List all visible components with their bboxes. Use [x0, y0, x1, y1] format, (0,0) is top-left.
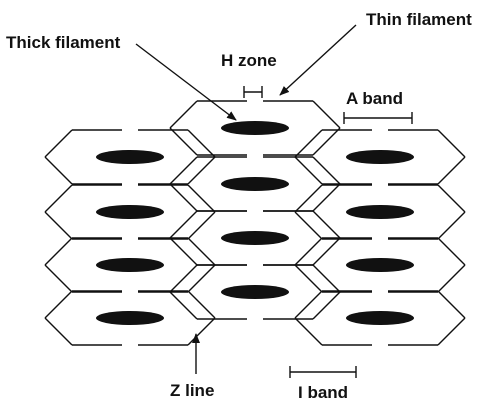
z-line-label: Z line [170, 381, 214, 400]
h-zone-label: H zone [221, 51, 277, 70]
hexagon-edge [312, 210, 341, 239]
hexagon-edge [294, 317, 323, 346]
hexagon-edge [294, 184, 323, 213]
hexagon-edge [312, 264, 341, 293]
thick-filament-ellipse [346, 205, 414, 219]
hexagon-edge [169, 100, 198, 129]
thick-filament-ellipse [221, 285, 289, 299]
hexagon-edge [44, 290, 73, 319]
hexagon-edge [437, 317, 466, 346]
hexagon-edge [312, 183, 341, 212]
thick-filament-ellipse [96, 205, 164, 219]
hexagon-edge [187, 264, 216, 293]
hexagon-edge [169, 183, 198, 212]
thick-filament-arrow [135, 43, 237, 121]
hexagon-edge [437, 156, 466, 185]
hexagon-edge [44, 211, 73, 240]
hexagon-edge [437, 211, 466, 240]
hexagon-edge [312, 291, 341, 320]
hexagon-edge [187, 184, 216, 213]
hexagon-edge [169, 264, 198, 293]
hexagon-edge [437, 237, 466, 266]
thin-filament-arrow [279, 24, 357, 96]
hexagon-edge [187, 290, 216, 319]
thick-filament-ellipse [221, 177, 289, 191]
h-zone-bracket [243, 86, 263, 98]
hexagon-edge [437, 290, 466, 319]
hexagon-edge [44, 264, 73, 293]
a-band-bracket [343, 112, 413, 124]
hexagon-edge [437, 129, 466, 158]
thick-filament-ellipse [96, 150, 164, 164]
hexagon-edge [294, 129, 323, 158]
thick-filament-ellipse [96, 258, 164, 272]
i-band-label: I band [298, 383, 348, 402]
thick-filament-ellipse [346, 311, 414, 325]
hexagon-edge [187, 156, 216, 185]
hexagon-edge [312, 156, 341, 185]
thick-filament-ellipse [221, 121, 289, 135]
thick-filament-label: Thick filament [6, 33, 121, 52]
thick-filament-ellipse [221, 231, 289, 245]
hexagon-edge [187, 237, 216, 266]
hexagon-edge [294, 290, 323, 319]
i-band-bracket [289, 366, 357, 378]
hexagon-edge [294, 211, 323, 240]
hexagon-edge [187, 129, 216, 158]
hexagon-edge [437, 264, 466, 293]
hexagon-edge [312, 100, 341, 129]
hexagon-edge [44, 129, 73, 158]
thick-filaments [96, 121, 414, 325]
hexagon-edge [44, 156, 73, 185]
hexagon-lattice [44, 100, 466, 346]
hexagon-edge [169, 291, 198, 320]
hexagon-edge [169, 127, 198, 156]
hexagon-edge [187, 317, 216, 346]
hexagon-edge [437, 184, 466, 213]
hexagon-edge [312, 237, 341, 266]
thick-filament-ellipse [346, 258, 414, 272]
hexagon-edge [312, 127, 341, 156]
hexagon-edge [187, 211, 216, 240]
thick-filament-ellipse [346, 150, 414, 164]
hexagon-edge [169, 156, 198, 185]
thin-filament-label: Thin filament [366, 10, 472, 29]
hexagon-edge [44, 237, 73, 266]
thick-filament-ellipse [96, 311, 164, 325]
hexagon-edge [44, 317, 73, 346]
hexagon-edge [44, 184, 73, 213]
hexagon-edge [169, 237, 198, 266]
hexagon-edge [294, 156, 323, 185]
a-band-label: A band [346, 89, 403, 108]
hexagon-edge [294, 264, 323, 293]
hexagon-edge [294, 237, 323, 266]
hexagon-edge [169, 210, 198, 239]
